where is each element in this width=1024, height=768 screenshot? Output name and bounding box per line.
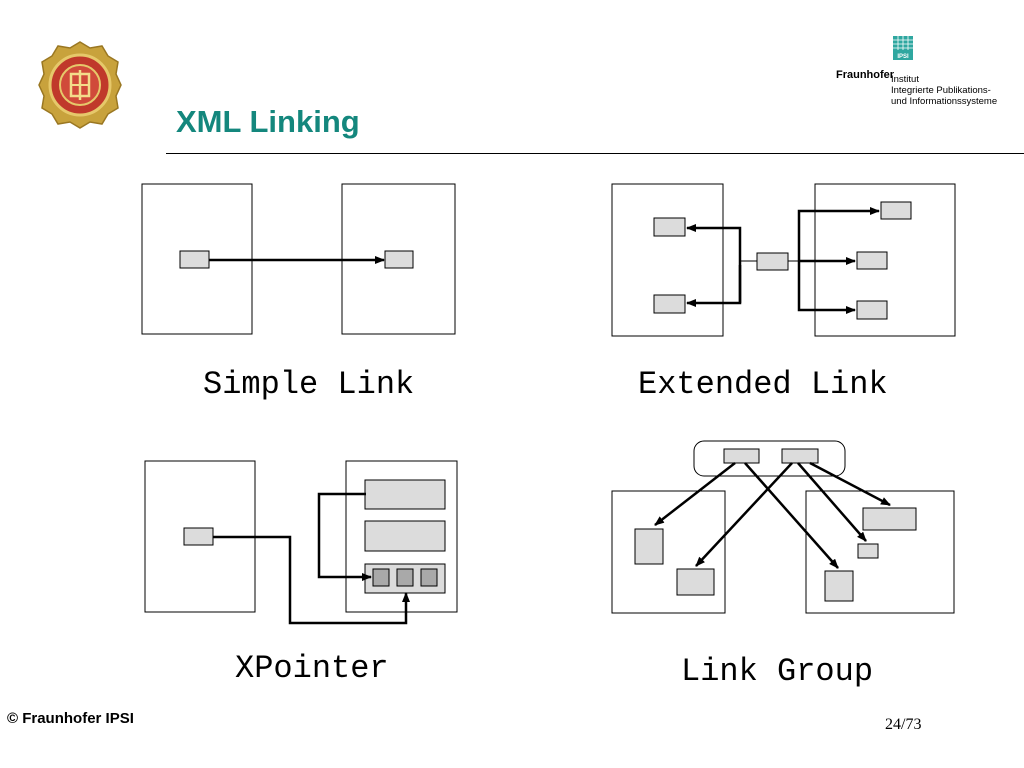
- fraunhofer-wordmark: Fraunhofer: [836, 69, 895, 81]
- group-link-2: [781, 448, 819, 464]
- fraunhofer-ipsi-logo: IPSI Fraunhofer Institut Integrierte Pub…: [836, 36, 1006, 116]
- sub-element-2: [396, 568, 414, 587]
- target-block-2: [364, 520, 446, 552]
- link-element: [756, 252, 789, 271]
- university-seal-logo: [38, 41, 122, 129]
- link-group-diagram: [611, 440, 955, 614]
- target-anchor: [384, 250, 414, 269]
- left-anchor-2: [676, 568, 715, 596]
- right-anchor-1: [880, 201, 912, 220]
- xpointer-caption: XPointer: [235, 650, 389, 687]
- ipsi-badge-icon: IPSI: [893, 36, 913, 60]
- institute-line-2: Integrierte Publikations-: [891, 85, 991, 96]
- left-anchor-bottom: [653, 294, 686, 314]
- group-link-1: [723, 448, 760, 464]
- institute-line-1: Institut: [891, 74, 919, 85]
- sub-element-1: [372, 568, 390, 587]
- footer-copyright: © Fraunhofer IPSI: [7, 710, 134, 727]
- target-block-1: [364, 479, 446, 510]
- xpointer-diagram: [144, 460, 458, 625]
- source-anchor: [179, 250, 210, 269]
- slide-title: XML Linking: [176, 104, 360, 139]
- right-anchor-3: [856, 300, 888, 320]
- right-anchor-2: [856, 251, 888, 270]
- right-anchor-2: [857, 543, 879, 559]
- right-anchor-1: [862, 507, 917, 531]
- simple-link-diagram: [141, 183, 456, 335]
- right-anchor-3: [824, 570, 854, 602]
- ipsi-badge-text: IPSI: [897, 54, 909, 60]
- link-group-caption: Link Group: [681, 653, 874, 690]
- institute-line-3: und Informationssysteme: [891, 96, 998, 107]
- left-anchor-top: [653, 217, 686, 237]
- source-anchor: [183, 527, 214, 546]
- title-divider: [166, 153, 1024, 154]
- sub-element-3: [420, 568, 438, 587]
- simple-link-caption: Simple Link: [203, 366, 415, 403]
- extended-link-caption: Extended Link: [638, 366, 888, 403]
- page-number: 24/73: [885, 716, 922, 733]
- extended-link-diagram: [611, 183, 956, 337]
- left-anchor-1: [634, 528, 664, 565]
